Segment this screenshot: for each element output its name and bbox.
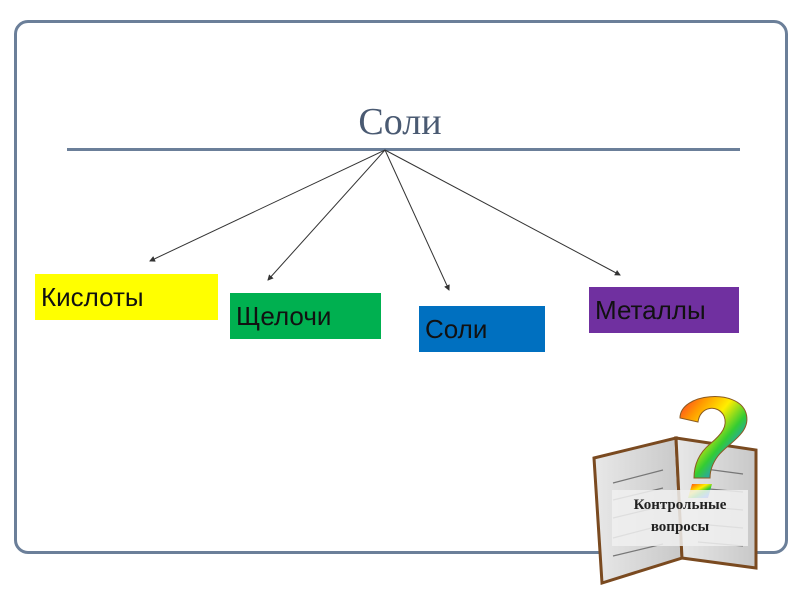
quiz-label-line2: вопросы — [650, 519, 710, 535]
arrow-to-alkalis — [267, 149, 386, 281]
quiz-button-label[interactable]: Контрольные вопросы — [612, 490, 748, 546]
branch-acids: Кислоты — [35, 274, 218, 320]
quiz-label-line1: Контрольные — [633, 497, 727, 513]
slide-title: Соли — [358, 101, 442, 143]
arrow-to-acids — [149, 149, 386, 262]
title-underline — [67, 148, 740, 151]
branch-metals: Металлы — [589, 287, 739, 333]
slide-frame — [14, 20, 788, 554]
question-book-icon[interactable] — [588, 388, 768, 588]
branch-salts: Соли — [419, 306, 545, 352]
arrow-to-metals — [384, 149, 621, 276]
arrow-to-salts — [384, 149, 450, 291]
branch-alkalis: Щелочи — [230, 293, 381, 339]
